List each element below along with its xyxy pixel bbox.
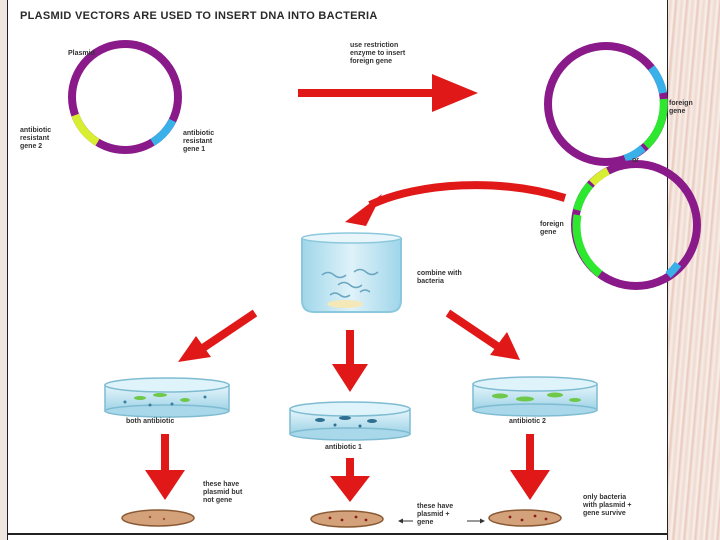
both-antibiotic-label: both antibiotic [126, 418, 175, 425]
foreign-gene-segment [573, 182, 594, 212]
plasmid-original [68, 40, 182, 154]
petri-dish-antibiotic-2 [472, 376, 598, 417]
arrow-center-down-2 [330, 458, 370, 502]
gene-1-segment [665, 261, 682, 279]
plasmid-foreign-gene-top [544, 42, 668, 166]
bacteria-sediment [327, 300, 363, 308]
arrow-right-down [510, 434, 550, 500]
colony-plate-center [310, 510, 384, 528]
antibiotic-2-label: antibiotic 2 [509, 418, 546, 425]
antibiotic-1-label: antibiotic 1 [325, 444, 362, 451]
curved-arrow-to-beaker [345, 181, 567, 226]
foreign-gene-segment [643, 98, 668, 149]
only-bacteria-label: only bacteria with plasmid + gene surviv… [583, 494, 632, 517]
petri-dish-both-antibiotic [104, 377, 230, 418]
arrow-left-diagonal [178, 309, 258, 362]
colony-plate-right [488, 509, 562, 527]
arrow-right-diagonal [445, 309, 520, 360]
plasmid-plus-gene-label: these have plasmid + gene [417, 503, 454, 526]
resistant-gene-1-segment [150, 118, 177, 146]
restriction-enzyme-label: use restriction enzyme to insert foreign… [350, 42, 406, 65]
gene-2-segment [589, 167, 610, 186]
gene-segment-blue [623, 144, 646, 163]
bacteria-squiggles [321, 268, 379, 298]
foreign-gene-bottom-label: foreign gene [540, 221, 564, 236]
diagram-title: PLASMID VECTORS ARE USED TO INSERT DNA I… [20, 10, 378, 22]
or-label: or [632, 157, 639, 164]
slide-left-border [0, 0, 7, 540]
restriction-arrow [298, 74, 478, 112]
plasmid-label: Plasmid [68, 50, 95, 57]
petri-dish-antibiotic-1 [289, 401, 411, 441]
foreign-gene-top-label: foreign gene [669, 100, 693, 115]
gene-1-segment [648, 65, 667, 94]
colony-plate-left [121, 509, 195, 527]
plasmid-not-gene-label: these have plasmid but not gene [203, 481, 243, 504]
plasmid-ring [68, 40, 182, 154]
pointer-arrows [398, 518, 485, 524]
resistant-gene-2-segment [71, 113, 100, 146]
bottom-rule [7, 533, 668, 535]
resistant-gene-1-label: antibiotic resistant gene 1 [183, 130, 215, 153]
arrow-left-down [145, 434, 185, 500]
arrow-center-down [332, 330, 368, 392]
beaker [301, 232, 402, 313]
combine-label: combine with bacteria [417, 270, 462, 285]
plasmid-foreign-gene-bottom [571, 160, 701, 290]
resistant-gene-2-label: antibiotic resistant gene 2 [20, 127, 52, 150]
